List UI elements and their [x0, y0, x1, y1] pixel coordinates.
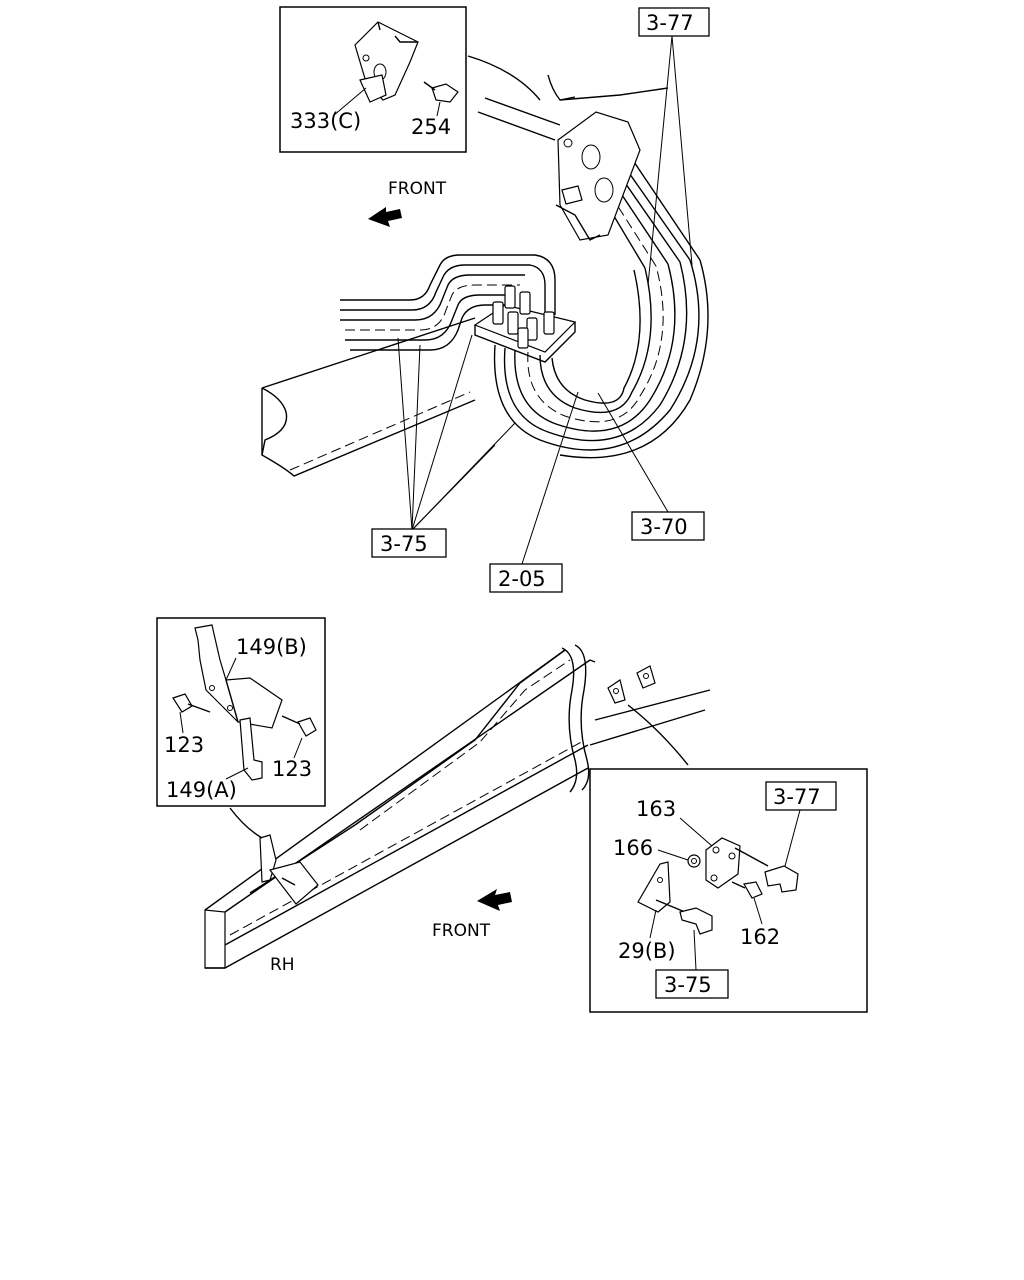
part-333c: 333(C) — [290, 109, 361, 133]
front-label-top: FRONT — [388, 179, 447, 199]
fittings — [492, 285, 555, 349]
bolt-123-right — [281, 715, 317, 737]
part-123-right: 123 — [272, 757, 312, 781]
part-149a: 149(A) — [166, 778, 237, 802]
ref-3-77-top: 3-77 — [646, 11, 694, 35]
part-149b: 149(B) — [236, 635, 307, 659]
part-29b: 29(B) — [618, 939, 676, 963]
bracket-149-onrail — [259, 834, 319, 905]
upper-bracket — [555, 111, 641, 241]
front-label-bottom: FRONT — [432, 921, 491, 941]
top-assembly: FRONT 3-77 3-75 3-70 2-05 — [261, 7, 710, 593]
inset-left: 149(B) 123 123 149(A) — [156, 617, 326, 807]
bottom-assembly: FRONT RH — [204, 644, 711, 975]
inset-top: 333(C) 254 — [279, 6, 541, 153]
ref-3-70: 3-70 — [640, 515, 688, 539]
bolt-123-left — [172, 693, 211, 713]
part-166: 166 — [613, 836, 653, 860]
nut-166 — [687, 854, 701, 868]
part-123-left: 123 — [164, 733, 204, 757]
bolt-162 — [731, 881, 763, 899]
front-arrow-bottom — [477, 889, 512, 911]
inset-right: 163 166 162 29(B) 3-77 3-75 — [589, 768, 868, 1013]
part-162: 162 — [740, 925, 780, 949]
bolt-254 — [423, 81, 459, 103]
ref-3-77-inset: 3-77 — [773, 785, 821, 809]
ref-2-05: 2-05 — [498, 567, 546, 591]
rh-label: RH — [270, 955, 295, 975]
part-254: 254 — [411, 115, 451, 139]
front-arrow-top — [368, 207, 402, 227]
part-163: 163 — [636, 797, 676, 821]
ref-3-75-inset: 3-75 — [664, 973, 712, 997]
ref-3-75-top: 3-75 — [380, 532, 428, 556]
